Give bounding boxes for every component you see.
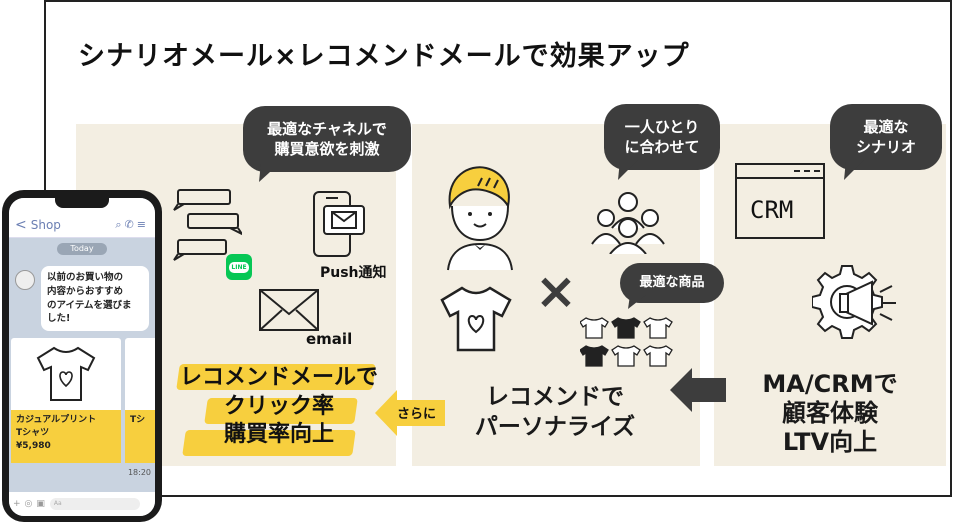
slide-title: シナリオメール×レコメンドメールで効果アップ [78,41,690,72]
phone-screen: < Shop ⌕✆≡ Today 以前のお買い物の 内容からおすすめ のアイテム… [9,198,155,516]
tshirt-icon [36,346,96,401]
product-info: Tシ [125,410,155,463]
product-name-line2: Tシャツ [16,428,50,439]
person-illustration-icon [447,166,513,271]
tshirt-icon [440,286,512,352]
bubble-individual-line2: に合わせて [624,138,700,156]
back-icon[interactable]: < [15,216,27,233]
message-line4: した! [47,313,71,325]
speech-bubble-product: 最適な商品 [620,263,724,309]
bubble-product-text: 最適な商品 [639,275,705,291]
envelope-icon [259,289,319,331]
result-personalize: レコメンドで パーソナライズ [440,383,670,443]
message-time: 18:20 [127,468,151,477]
speech-bubble-individual: 一人ひとりに合わせて [604,104,720,180]
phone-mockup: < Shop ⌕✆≡ Today 以前のお買い物の 内容からおすすめ のアイテム… [2,190,162,522]
plus-icon[interactable]: + [13,499,21,509]
chat-message: 以前のお買い物の 内容からおすすめ のアイテムを選びま した! [41,266,149,332]
product-carousel: カジュアルプリント Tシャツ ¥5,980 Tシ [9,338,155,478]
chat-title: Shop [30,217,61,232]
chat-top-bar: < Shop ⌕✆≡ [9,212,155,238]
chat-bubbles-icon [173,189,242,261]
result-middle-line1: レコメンドで [486,384,624,410]
bubble-individual-line1: 一人ひとり [624,117,700,136]
result-middle-line2: パーソナライズ [474,413,636,440]
result-right-line1: MA/CRMで [762,370,898,398]
further-arrow: さらに [375,388,445,438]
further-label: さらに [397,407,437,422]
product-image [125,338,155,410]
arrow-left-gray-icon [670,368,726,412]
bubble-scenario-line1: 最適な [863,117,909,136]
result-left-line1: レコメンドメールで [179,365,378,390]
push-label: Push通知 [320,265,387,281]
product-price: ¥5,980 [16,441,51,452]
result-left-line3: 購買率向上 [223,422,334,448]
bubble-tail-icon [628,295,646,309]
phone-call-icon[interactable]: ✆ [124,217,137,231]
chat-input-bar: + ◎ ▣ Aa [9,492,155,516]
product-card[interactable]: カジュアルプリント Tシャツ ¥5,980 [11,338,121,463]
bubble-scenario-line2: シナリオ [855,138,916,156]
bubble-tail-icon [259,162,281,182]
cross-symbol: × [535,262,577,320]
product-name-partial: Tシ [130,415,146,425]
bubble-channel-line1: 最適なチャネルで [267,119,387,138]
message-line3: のアイテムを選びま [47,299,132,311]
search-icon[interactable]: ⌕ [115,217,125,231]
menu-icon[interactable]: ≡ [136,217,149,231]
image-icon[interactable]: ▣ [36,499,45,509]
arrow-left-icon [375,390,445,436]
bubble-channel-line2: 購買意欲を刺激 [274,140,380,158]
result-recommend-mail: レコメンドメールで クリック率 購買率向上 [166,364,392,450]
result-right-line3: LTV向上 [782,427,878,456]
gear-megaphone-icon [812,265,896,339]
product-image [11,338,121,410]
line-app-icon: LINE [226,254,252,280]
result-left-line2: クリック率 [223,393,334,419]
speech-bubble-scenario: 最適なシナリオ [830,104,942,180]
product-info: カジュアルプリント Tシャツ ¥5,980 [11,410,121,463]
bubble-tail-icon [618,160,638,180]
message-input[interactable]: Aa [49,498,140,510]
date-chip: Today [57,243,107,255]
group-people-icon [591,192,665,254]
message-line2: 内容からおすすめ [47,285,124,297]
product-card[interactable]: Tシ [125,338,155,463]
line-logo-text: LINE [229,261,249,273]
avatar [15,270,35,290]
product-name-line1: カジュアルプリント [16,415,97,425]
phone-status-bar [9,198,155,212]
crm-window-icon [735,163,825,239]
bubble-tail-icon [844,160,864,180]
header-icons: ⌕✆≡ [115,218,149,232]
phone-notch [55,198,109,208]
product-grid-icon [580,317,673,367]
email-label: email [306,330,353,348]
result-right-line2: 顧客体験 [782,398,878,427]
crm-label: CRM [750,196,794,224]
result-crm: MA/CRMで 顧客体験 LTV向上 [730,370,930,456]
message-line1: 以前のお買い物の [47,272,124,283]
push-notification-phone-icon [313,191,365,257]
speech-bubble-channel: 最適なチャネルで購買意欲を刺激 [243,106,411,182]
camera-icon[interactable]: ◎ [24,499,33,509]
